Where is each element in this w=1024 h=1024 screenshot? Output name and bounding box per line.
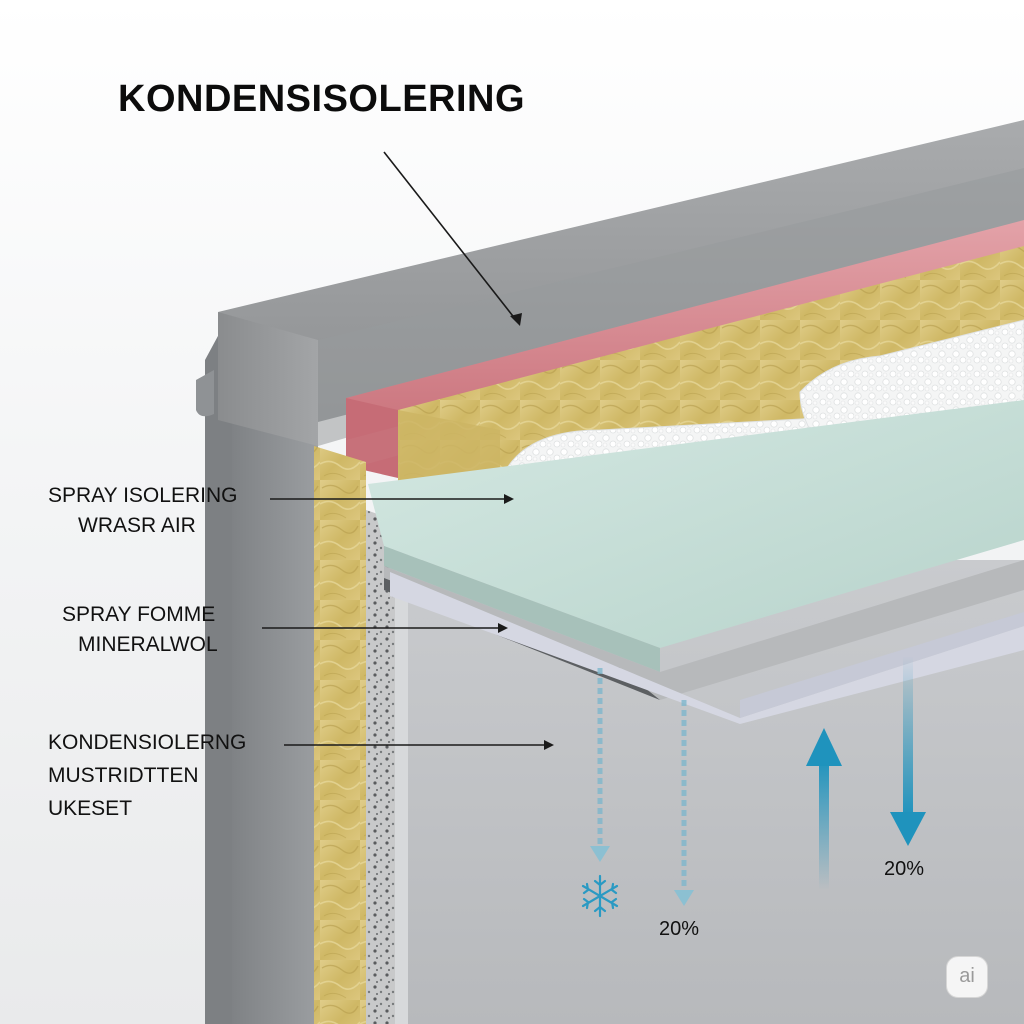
outer-wall-side	[232, 310, 318, 1024]
percent-right: 20%	[884, 858, 925, 880]
label-kondensiolerng-line1: KONDENSIOLERNG	[48, 731, 247, 754]
arrow-down-icon	[890, 812, 926, 846]
wall-inner-board	[366, 510, 395, 1024]
label-spray-isolering-line2: WRASR AIR	[78, 514, 196, 537]
label-kondensiolerng-line2: MUSTRIDTTEN	[48, 764, 199, 787]
gutter	[196, 370, 214, 417]
arrow-down-shaft	[903, 656, 913, 816]
label-spray-fomme: SPRAY FOMME MINERALWOL	[62, 600, 218, 660]
ceiling-plate	[390, 572, 1024, 724]
arrow-down-mid-head	[674, 890, 694, 906]
percent-left: 20%	[659, 918, 700, 940]
outer-wall-face	[205, 310, 232, 1024]
arrow-up-shaft	[819, 760, 829, 890]
diagram-title: KONDENSISOLERING	[118, 78, 526, 120]
label-kondensiolerng: KONDENSIOLERNG MUSTRIDTTEN UKESET	[48, 726, 246, 825]
mint-board-layer	[368, 400, 1024, 648]
leader-title	[383, 151, 517, 321]
arrow-down-left-head	[590, 846, 610, 862]
label-spray-fomme-line2: MINERALWOL	[78, 633, 218, 656]
label-spray-fomme-line1: SPRAY FOMME	[62, 603, 216, 626]
arrow-up-icon	[806, 728, 842, 766]
snowflake-icon	[581, 874, 619, 918]
wall-mineral-wool	[314, 446, 366, 1024]
label-spray-isolering: SPRAY ISOLERING WRASR AIR	[48, 481, 237, 541]
concrete-slab-front	[218, 312, 318, 446]
label-kondensiolerng-line3: UKESET	[48, 797, 133, 820]
label-spray-isolering-line1: SPRAY ISOLERING	[48, 484, 238, 507]
ai-badge: ai	[946, 956, 988, 998]
